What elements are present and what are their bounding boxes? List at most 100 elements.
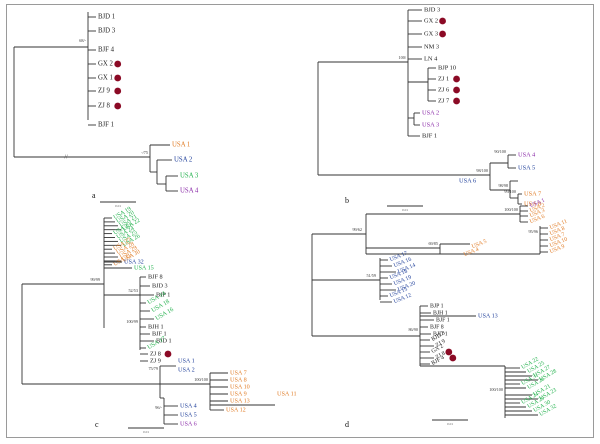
taxon-label: GX 2: [431, 343, 445, 355]
bootstrap-value: 96/-: [155, 405, 162, 410]
scale-bar-label: 0.01: [447, 422, 453, 426]
taxon-label: USA 4: [518, 151, 536, 158]
taxon-label: USA 4: [180, 402, 197, 409]
taxon-label: BJF 8: [148, 273, 163, 280]
taxon-label: USA 2: [422, 109, 439, 116]
strain-marker-dot: [439, 30, 446, 38]
taxon-label: GX 1: [98, 75, 113, 82]
taxon-label: USA 2: [529, 203, 546, 214]
taxon-label: ZJ 8: [435, 351, 447, 361]
taxon-label: GX 2: [424, 17, 438, 24]
taxon-label: BJF 4: [98, 47, 115, 54]
bootstrap-value: 68/-: [79, 38, 86, 43]
panel-label: c: [95, 420, 99, 429]
taxon-label: USA 2: [178, 366, 195, 373]
bootstrap-value: 99/99: [90, 277, 100, 282]
taxon-label: BJF 1: [436, 317, 450, 323]
strain-marker-dot: [453, 75, 460, 83]
taxon-label: BJP 1: [156, 291, 170, 298]
bootstrap-value: 98/98: [498, 183, 508, 188]
bootstrap-value: 100/100: [489, 387, 503, 392]
bootstrap-value: 100/100: [504, 207, 518, 212]
taxon-label: NM 3: [424, 43, 439, 50]
figure-border: [6, 4, 594, 438]
taxon-label: BJP 10: [438, 64, 456, 71]
taxon-label: USA 1: [178, 357, 195, 364]
taxon-label: BJD 3: [152, 282, 168, 289]
taxon-label: GX 2: [98, 61, 114, 68]
strain-marker-dot: [445, 348, 453, 356]
bootstrap-value: 100/99: [126, 319, 138, 324]
taxon-label: USA 4: [463, 247, 480, 258]
taxon-label: ZJ 6: [438, 86, 449, 93]
taxon-label: ZJ 9: [150, 357, 161, 364]
taxon-label: USA 3: [422, 121, 439, 128]
taxon-label: BJH 1: [433, 310, 448, 316]
bootstrap-value: 51/59: [366, 273, 376, 278]
scale-bar-label: 0.01: [115, 204, 121, 208]
taxon-label: USA 10: [230, 383, 250, 390]
bootstrap-value: 95/96: [528, 229, 538, 234]
taxon-label: BJD 3: [424, 6, 440, 13]
taxon-label: USA 8: [549, 226, 566, 237]
strain-marker-dot: [114, 74, 122, 82]
taxon-label: USA 5: [471, 239, 488, 250]
taxon-label: USA 11: [277, 390, 297, 397]
taxon-label: USA 7: [230, 369, 247, 376]
bootstrap-value: 98/100: [476, 168, 488, 173]
bootstrap-value: 86/90: [408, 327, 418, 332]
taxon-label: USA 7: [549, 232, 566, 243]
panel-label: d: [345, 420, 349, 429]
taxon-label: ZJ 9: [98, 88, 110, 95]
strain-marker-dot: [114, 102, 122, 110]
strain-marker-dot: [164, 350, 172, 358]
taxon-label: USA 2: [174, 157, 193, 164]
taxon-label: USA 32: [124, 258, 144, 265]
strain-marker-dot: [453, 97, 460, 105]
taxon-label: USA 8: [524, 200, 541, 207]
taxon-label: USA 6: [529, 214, 546, 225]
taxon-label: USA 9: [549, 244, 566, 255]
taxon-label: USA 12: [226, 406, 246, 413]
bootstrap-value: -/75: [141, 150, 148, 155]
taxon-label: USA 1: [529, 198, 546, 209]
bootstrap-value: 100/100: [194, 377, 208, 382]
taxon-label: BJF 1: [152, 330, 167, 337]
bootstrap-value: 99/62: [352, 227, 362, 232]
taxon-label: USA 15: [134, 264, 154, 271]
bootstrap-value: 69/85: [428, 241, 438, 246]
taxon-label: USA 9: [230, 390, 247, 397]
taxon-label: USA 13: [230, 397, 250, 404]
strain-marker-dot: [114, 60, 122, 68]
scale-bar-label: 0.01: [143, 430, 149, 434]
taxon-label: BJF 1: [98, 122, 114, 129]
taxon-label: LN 4: [424, 55, 438, 62]
taxon-label: BJF 4: [431, 355, 446, 367]
panel-label: a: [92, 191, 96, 200]
taxon-label: USA 8: [230, 376, 247, 383]
taxon-label: ZJ 8: [98, 103, 110, 110]
bootstrap-value: 75/79: [148, 366, 158, 371]
taxon-label: ZJ 9: [435, 339, 447, 349]
taxon-label: USA 6: [459, 177, 476, 184]
taxon-label: GX 3: [424, 30, 438, 37]
taxon-label: BJH 1: [148, 323, 164, 330]
strain-marker-dot: [114, 87, 122, 95]
taxon-label: ZJ 1: [438, 75, 449, 82]
taxon-label: USA 7: [524, 190, 542, 197]
taxon-label: USA 1: [172, 142, 190, 149]
strain-marker-dot: [449, 354, 457, 362]
taxon-label: USA 5: [518, 164, 535, 171]
taxon-label: ZJ 8: [150, 350, 161, 357]
taxon-label: BJF 1: [422, 132, 437, 139]
panel-label: b: [345, 196, 349, 205]
scale-bar-label: 0.01: [402, 208, 408, 212]
taxon-label: USA 6: [180, 420, 197, 427]
taxon-label: USA 3: [529, 208, 546, 219]
taxon-label: ZJ 7: [438, 97, 450, 104]
strain-marker-dot: [439, 17, 446, 25]
